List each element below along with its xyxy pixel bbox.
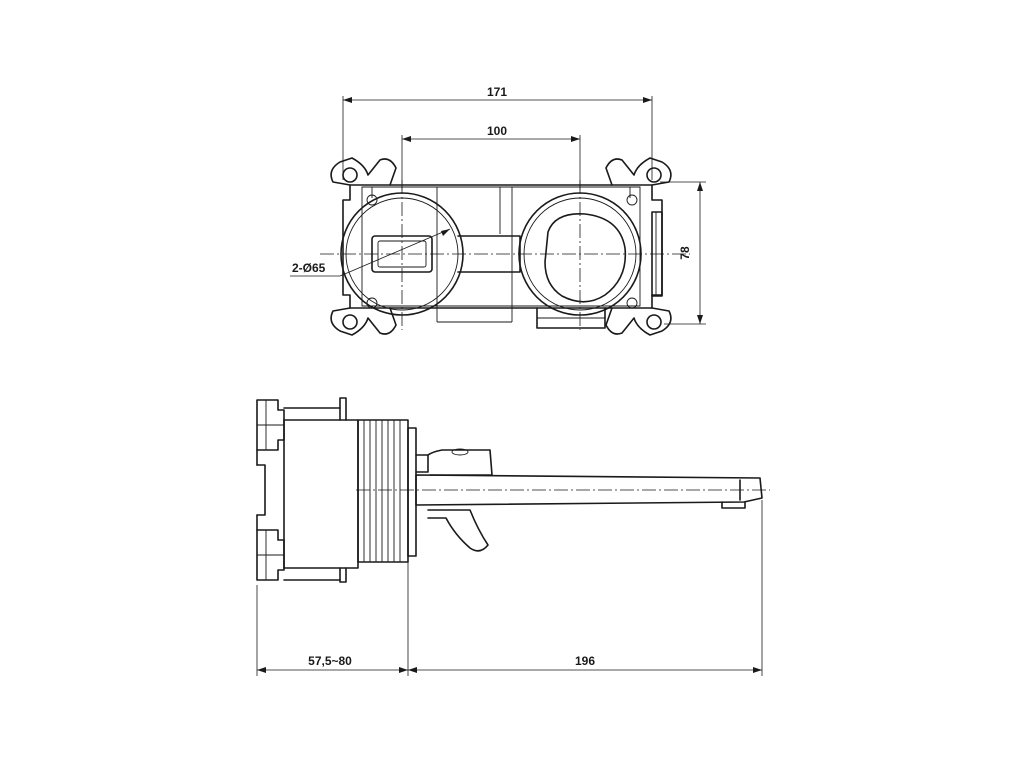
mounting-box xyxy=(342,184,663,329)
mounting-ear-bottom-left xyxy=(330,307,397,336)
top-inlet-connector xyxy=(256,399,285,466)
side-view xyxy=(256,397,770,583)
dimension-overall-width: 171 xyxy=(342,85,653,180)
screw-hole xyxy=(366,194,378,206)
mounting-ear-bottom-right xyxy=(605,307,672,336)
spout xyxy=(415,474,763,509)
mounting-ear-top-right xyxy=(605,157,672,186)
threaded-sleeve xyxy=(357,419,417,563)
dimension-label-wall-depth: 57,5~80 xyxy=(308,654,352,668)
dimension-height: 78 xyxy=(660,181,706,325)
dimension-label-171: 171 xyxy=(487,85,507,99)
dimension-label-196: 196 xyxy=(575,654,595,668)
valve-body xyxy=(283,397,359,583)
screw-hole xyxy=(626,194,638,206)
dimension-bore: 2-Ø65 xyxy=(290,228,451,277)
mounting-ear-top-left xyxy=(330,157,397,186)
connecting-channel xyxy=(457,235,521,273)
dimension-inlet-spacing: 100 xyxy=(401,124,581,190)
screw-hole xyxy=(626,297,638,309)
bottom-inlet-connector xyxy=(256,514,285,581)
dimension-spout-reach: 196 xyxy=(408,500,763,676)
dimension-label-bore: 2-Ø65 xyxy=(292,261,326,275)
dimension-label-100: 100 xyxy=(487,124,507,138)
dimension-wall-depth: 57,5~80 xyxy=(256,562,409,676)
back-plate xyxy=(256,464,266,516)
handle-base xyxy=(415,448,493,552)
front-view xyxy=(320,157,690,336)
dimension-label-78: 78 xyxy=(678,246,692,260)
